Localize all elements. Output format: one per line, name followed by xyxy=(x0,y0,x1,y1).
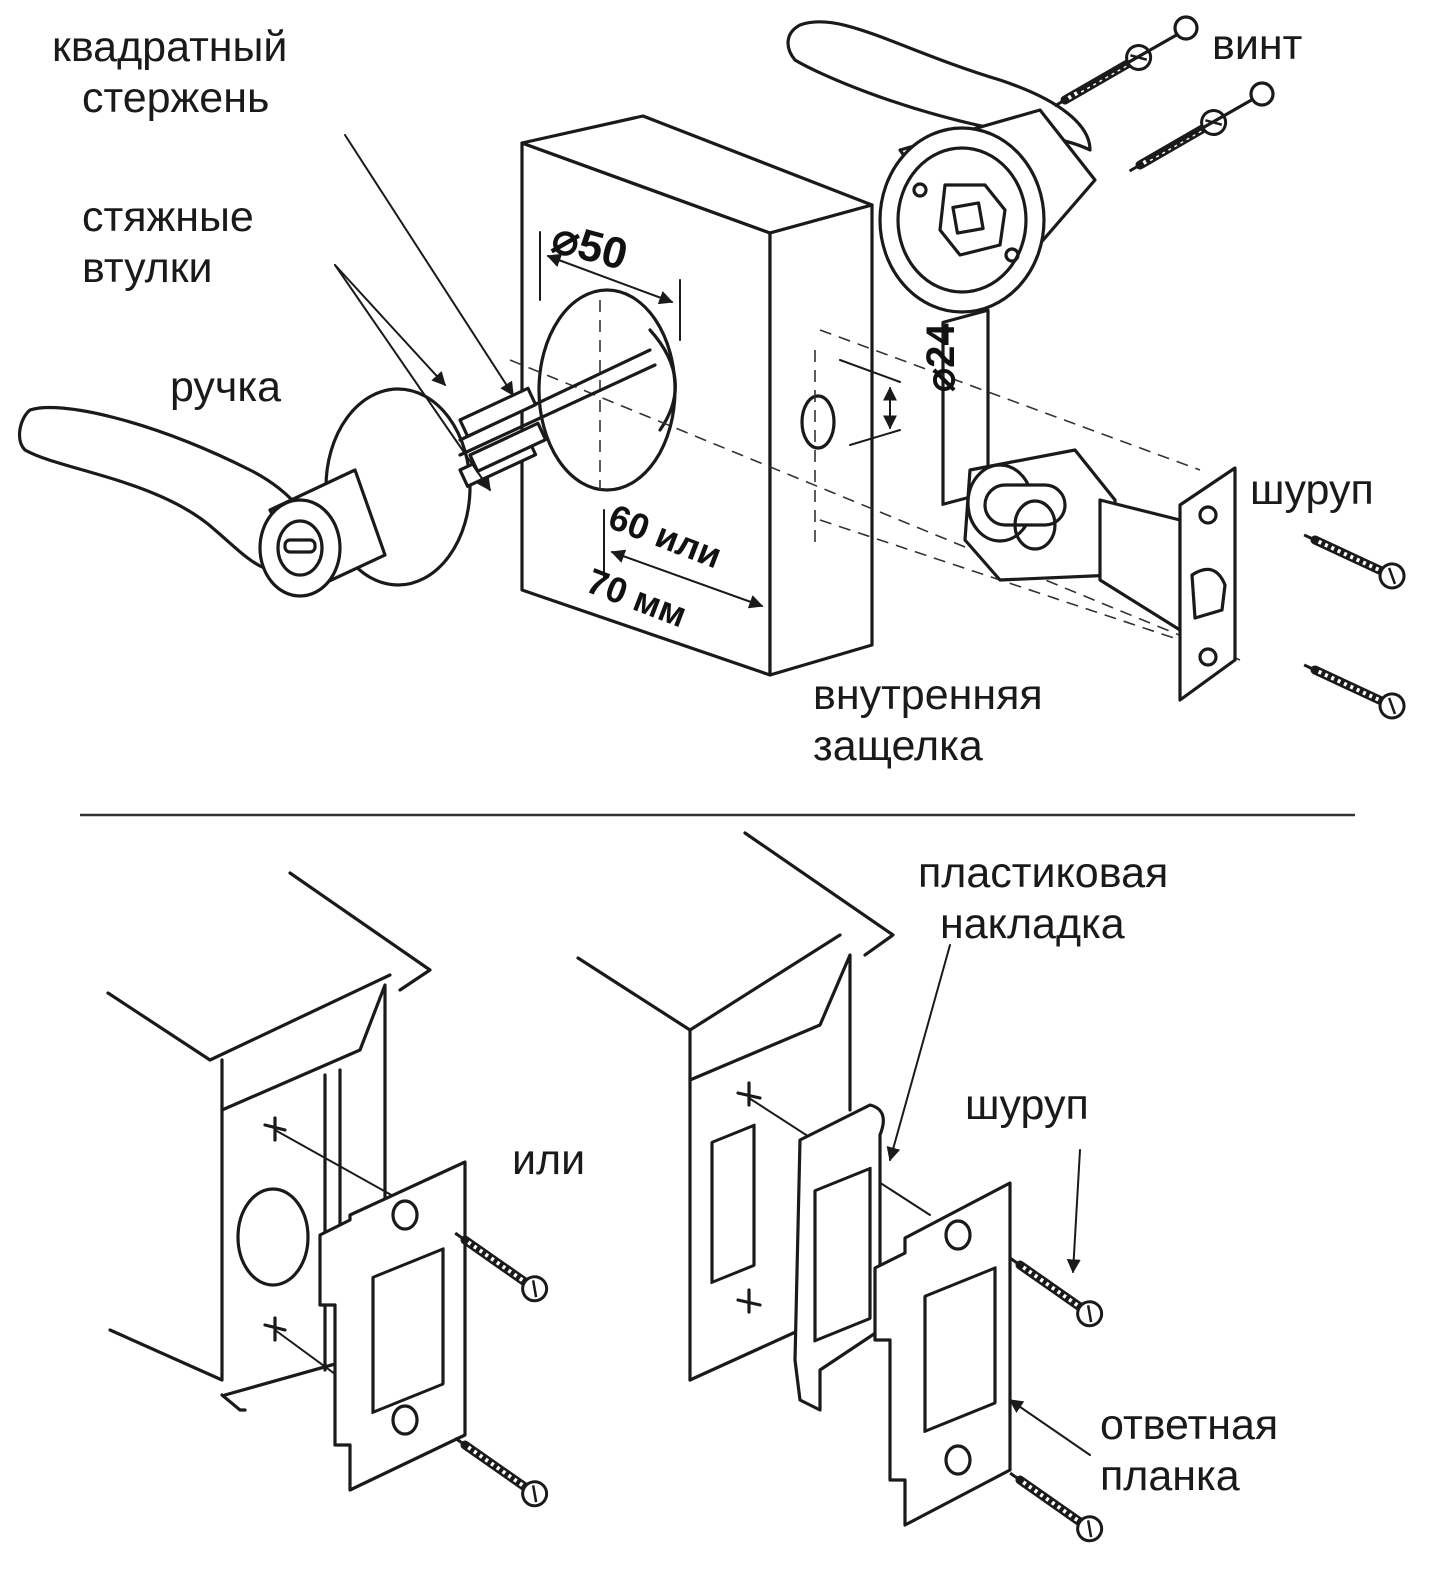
label-wood-screw-top: шуруп xyxy=(1250,466,1374,514)
label-square-rod: квадратный стержень xyxy=(52,22,287,124)
strike-plate-left xyxy=(318,1160,551,1510)
label-strike-plate: ответная планка xyxy=(1100,1400,1278,1502)
door-frame-left xyxy=(106,871,432,1419)
label-square-rod-line1: квадратный xyxy=(52,23,288,71)
label-inner-latch-line2: защелка xyxy=(813,722,983,770)
label-or: или xyxy=(512,1136,586,1184)
label-plastic-cover: пластиковая накладка xyxy=(918,848,1168,950)
label-tie-bushings-line2: втулки xyxy=(82,244,213,292)
door-frame-right xyxy=(576,831,931,1382)
plastic-cover xyxy=(793,944,951,1412)
label-square-rod-line2: стержень xyxy=(82,74,270,122)
label-tie-bushings-line1: стяжные xyxy=(82,193,254,241)
square-rod-and-bushings xyxy=(334,134,657,492)
label-strike-plate-line2: планка xyxy=(1100,1452,1240,1500)
dim-latch-hole-diameter: ⌀24 xyxy=(919,323,963,392)
dim-arrow-24 xyxy=(839,359,901,446)
inner-latch xyxy=(963,448,1237,702)
latch-screws xyxy=(1299,524,1408,722)
label-plastic-cover-line2: накладка xyxy=(940,900,1125,948)
label-tie-bushings: стяжные втулки xyxy=(82,192,254,294)
label-wood-screw-bottom: шуруп xyxy=(965,1081,1089,1129)
label-inner-latch: внутренняя защелка xyxy=(813,670,1043,772)
handle-hole xyxy=(537,288,677,492)
label-plastic-cover-line1: пластиковая xyxy=(918,849,1169,897)
dim-arrow-50 xyxy=(539,231,681,341)
handle-right xyxy=(786,20,1097,314)
handle-left xyxy=(17,387,472,598)
label-inner-latch-line1: внутренняя xyxy=(813,671,1043,719)
top-screws xyxy=(1049,15,1275,181)
label-handle: ручка xyxy=(170,363,282,411)
strike-plate-right xyxy=(873,1149,1106,1545)
label-screw-top: винт xyxy=(1212,21,1303,69)
label-strike-plate-line1: ответная xyxy=(1100,1401,1279,1449)
dim-arrow-backset xyxy=(603,509,764,609)
